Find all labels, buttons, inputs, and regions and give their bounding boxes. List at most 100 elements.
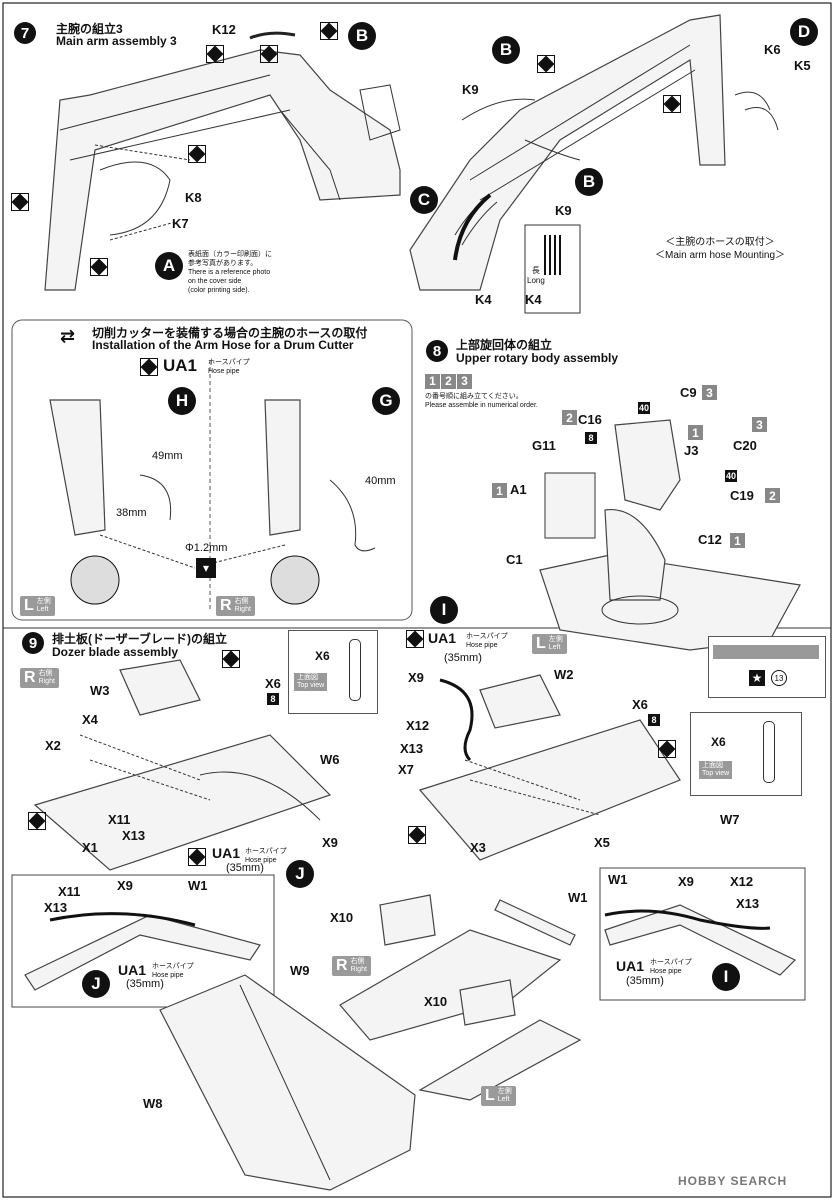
label-x9-right: X9 bbox=[408, 670, 424, 685]
diamond-marker-icon bbox=[658, 740, 676, 758]
label-k9-2: K9 bbox=[555, 203, 572, 218]
callout-a: A bbox=[155, 252, 183, 280]
watermark: HOBBY SEARCH bbox=[678, 1174, 788, 1188]
label-x11-detail: X11 bbox=[58, 884, 81, 899]
step8-number: 8 bbox=[426, 340, 448, 362]
label-c12: C12 bbox=[698, 532, 722, 547]
part-ua1-detail-j: UA1 bbox=[118, 962, 147, 978]
order-note: の番号順に組み立てください。Please assemble in numeric… bbox=[425, 393, 538, 409]
callout-i: I bbox=[430, 596, 458, 624]
swap-arrows-icon: ⇄ bbox=[60, 326, 76, 346]
upper-body-drawing bbox=[539, 419, 801, 651]
label-x9: X9 bbox=[322, 835, 338, 850]
diamond-marker-icon bbox=[537, 55, 555, 73]
label-k4-2: K4 bbox=[525, 292, 542, 307]
sticker-detail-box: ★ 13 bbox=[708, 636, 826, 698]
label-x4: X4 bbox=[82, 712, 98, 727]
x6-part-icon bbox=[763, 721, 775, 783]
sticker-number: 13 bbox=[771, 670, 787, 686]
callout-h: H bbox=[168, 387, 196, 415]
diamond-marker-icon bbox=[90, 258, 108, 276]
callout-i-detail: I bbox=[712, 963, 740, 991]
label-w6: W6 bbox=[320, 752, 340, 767]
callout-b-3: B bbox=[575, 168, 603, 196]
diamond-marker-icon bbox=[140, 358, 158, 376]
order-j3: 1 bbox=[688, 425, 703, 440]
diamond-marker-icon bbox=[406, 630, 424, 648]
length-detail-j: (35mm) bbox=[126, 978, 164, 990]
diamond-marker-icon bbox=[260, 45, 278, 63]
length-35mm-left: (35mm) bbox=[226, 862, 264, 874]
diamond-marker-icon bbox=[206, 45, 224, 63]
label-k5: K5 bbox=[794, 58, 811, 73]
step7-title-en: Main arm assembly 3 bbox=[56, 34, 177, 48]
label-k8: K8 bbox=[185, 190, 202, 205]
part-ua1: UA1 bbox=[163, 356, 198, 375]
callout-j: J bbox=[286, 860, 314, 888]
tag-40-b: 40 bbox=[725, 470, 737, 482]
label-k9: K9 bbox=[462, 82, 479, 97]
dozer-bottom-drawing bbox=[159, 894, 582, 1191]
reference-note: 表紙面（カラー印刷面）に 参考写真があります。 There is a refer… bbox=[188, 251, 272, 294]
order-c12: 1 bbox=[730, 533, 745, 548]
length-35mm-right: (35mm) bbox=[444, 652, 482, 664]
label-x13: X13 bbox=[122, 828, 146, 843]
tag-8-x6: 8 bbox=[267, 693, 279, 705]
label-j3: J3 bbox=[684, 443, 699, 458]
diamond-marker-icon bbox=[320, 22, 338, 40]
label-x3: X3 bbox=[470, 840, 486, 855]
main-arm-left-drawing bbox=[44, 31, 401, 291]
label-w1-detail: W1 bbox=[188, 878, 208, 893]
label-c1: C1 bbox=[506, 552, 523, 567]
diamond-marker-icon bbox=[222, 650, 240, 668]
length-40mm: 40mm bbox=[365, 475, 396, 487]
step7-title-jp: 主腕の組立3 bbox=[56, 22, 123, 36]
order-c20: 3 bbox=[752, 417, 767, 432]
part-ua1-left: UA1 bbox=[212, 845, 241, 861]
label-w8: W8 bbox=[143, 1096, 163, 1111]
callout-b-1: B bbox=[348, 22, 376, 50]
label-a1: A1 bbox=[510, 482, 527, 497]
star-icon: ★ bbox=[749, 670, 765, 686]
label-x6-right: X6 bbox=[632, 697, 648, 712]
order-a1: 1 bbox=[492, 483, 507, 498]
step9-title-en: Dozer blade assembly bbox=[52, 645, 179, 659]
label-x11: X11 bbox=[108, 812, 131, 827]
cutter-drawing bbox=[49, 360, 376, 610]
part-ua1-detail-i: UA1 bbox=[616, 958, 645, 974]
label-w7: W7 bbox=[720, 812, 740, 827]
label-x2: X2 bbox=[45, 738, 61, 753]
label-x13-detail: X13 bbox=[44, 900, 68, 915]
callout-b-2: B bbox=[492, 36, 520, 64]
label-x10-1: X10 bbox=[330, 910, 354, 925]
order-c19: 2 bbox=[765, 488, 780, 503]
label-k4-1: K4 bbox=[475, 292, 492, 307]
label-w1-bottom: W1 bbox=[568, 890, 588, 905]
step7-number: 7 bbox=[14, 22, 36, 44]
label-w9: W9 bbox=[290, 963, 310, 978]
step9-number: 9 bbox=[22, 632, 44, 654]
dozer-right-drawing bbox=[418, 674, 681, 861]
label-x5: X5 bbox=[594, 835, 610, 850]
diamond-marker-icon bbox=[28, 812, 46, 830]
label-x9-detail-i: X9 bbox=[678, 874, 694, 889]
order-c16: 2 bbox=[562, 410, 577, 425]
step8-title-en: Upper rotary body assembly bbox=[456, 351, 619, 365]
diameter-label: Φ1.2mm bbox=[185, 542, 228, 554]
diamond-marker-icon bbox=[188, 848, 206, 866]
